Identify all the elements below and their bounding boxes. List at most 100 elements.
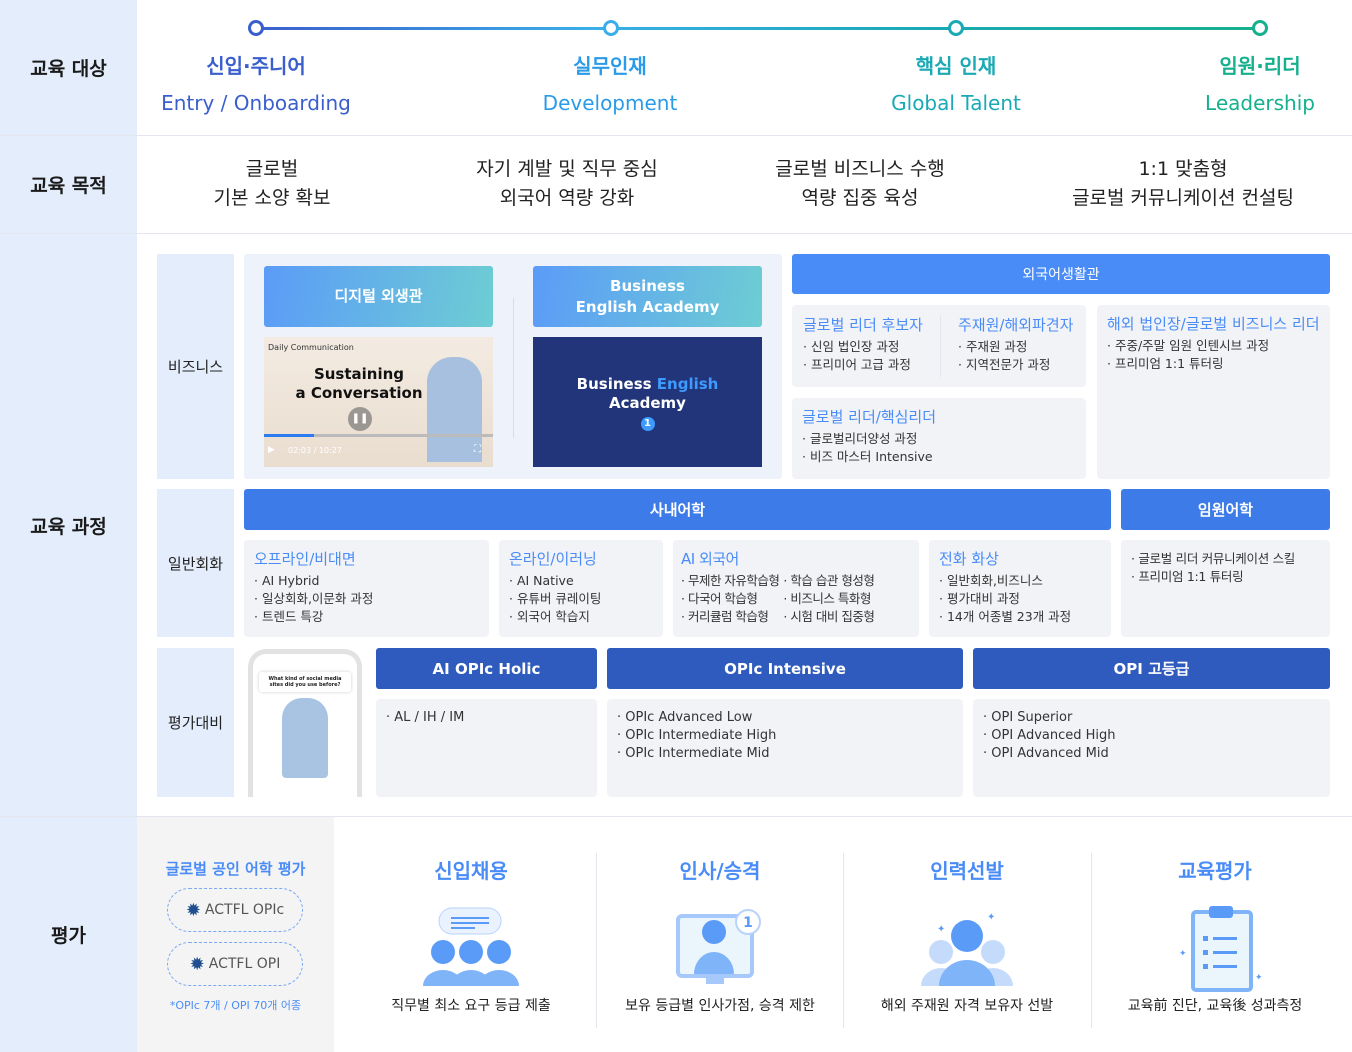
svg-text:✦: ✦ (1179, 949, 1187, 959)
goal-line: 글로벌 (245, 158, 299, 180)
divider (1091, 853, 1092, 1028)
goal-line: 글로벌 비즈니스 수행 (775, 158, 945, 180)
thumb-title: Business (576, 375, 657, 393)
divider (843, 853, 844, 1028)
actfl-emblem-icon: ✹ (185, 899, 201, 921)
video-title: Sustaining (313, 365, 405, 383)
logo-text: ACTFL OPIc (204, 902, 285, 918)
bea-title: English Academy (575, 297, 720, 316)
cert-title: 글로벌 공인 어학 평가 (165, 860, 306, 878)
video-progress-bar[interactable] (264, 434, 493, 437)
group-chat-icon (423, 907, 519, 986)
stage-title: 핵심 인재 (915, 54, 997, 78)
timeline-dot (248, 20, 264, 36)
digital-house-button[interactable]: 디지털 외생관 (264, 266, 493, 327)
goal-line: 기본 소양 확보 (213, 187, 331, 209)
clipboard-icon: ✦✦ (1179, 906, 1263, 992)
row-label-goal: 교육 목적 (0, 136, 137, 233)
fullscreen-icon[interactable]: ⛶ (474, 444, 481, 455)
timeline-dot (948, 20, 964, 36)
row-label-course: 교육 과정 (0, 234, 137, 816)
thumb-title: Academy (609, 394, 686, 412)
stage-subtitle: Development (542, 91, 678, 115)
divider (513, 298, 514, 438)
goal-line: 글로벌 커뮤니케이션 컨설팅 (1072, 187, 1294, 209)
presenter-image (282, 698, 328, 778)
house-box (792, 305, 1086, 387)
test-header: OPI 고등급 (973, 648, 1330, 689)
stage-entry: 신입·주니어 Entry / Onboarding (146, 50, 366, 115)
sub-label-business: 비즈니스 (157, 254, 234, 479)
goal-line: 외국어 역량 강화 (499, 187, 635, 209)
row-label-eval: 평가 (0, 817, 137, 1052)
test-box: · OPI Superior· OPI Advanced High· OPI A… (973, 699, 1330, 797)
goal-line: 자기 계발 및 직무 중심 (476, 158, 658, 180)
goal-line: 1:1 맞춤형 (1138, 158, 1228, 180)
eval-selection: 인력선발 ✦✦ 해외 주재원 자격 보유자 선발 (880, 859, 1054, 1014)
exec-header: 임원어학 (1121, 489, 1330, 530)
stage-subtitle: Global Talent (891, 91, 1021, 115)
house-item: 글로벌 리더 후보자· 신임 법인장 과정· 프리미어 고급 과정 (803, 316, 923, 372)
svg-text:✦: ✦ (987, 912, 995, 923)
thumb-title-highlight: English (656, 375, 719, 393)
divider (0, 816, 1352, 817)
eval-recruit: 신입채용 직무별 최소 요구 등급 제출 (391, 859, 551, 1014)
stage-subtitle: Entry / Onboarding (161, 91, 351, 115)
test-header: AI OPIc Holic (376, 648, 597, 689)
actfl-opic-logo: ✹ACTFL OPIc (167, 888, 303, 932)
row-label-target: 교육 대상 (0, 0, 137, 135)
timeline-dot (1252, 20, 1268, 36)
pause-icon[interactable]: ❚❚ (348, 407, 372, 431)
house-item: 주재원/해외파견자· 주재원 과정· 지역전문가 과정 (958, 316, 1074, 372)
cert-panel (137, 817, 334, 1052)
goal-line: 역량 집중 육성 (801, 187, 919, 209)
general-box: · 글로벌 리더 커뮤니케이션 스킬· 프리미엄 1:1 튜터링 (1121, 540, 1330, 637)
test-box: · AL / IH / IM (376, 699, 597, 797)
episode-badge: 1 (640, 417, 655, 431)
cert-note: *OPIc 7개 / OPI 70개 어종 (169, 999, 302, 1012)
test-header: OPIc Intensive (607, 648, 963, 689)
sub-label-test: 평가대비 (157, 648, 234, 797)
video-logo: Daily Communication (268, 343, 354, 352)
actfl-emblem-icon: ✹ (189, 953, 205, 975)
general-box: 전화 화상· 일반회화,비즈니스· 평가대비 과정· 14개 어종별 23개 과… (929, 540, 1111, 637)
eval-promotion: 인사/승격 1 보유 등급별 인사가점, 승격 제한 (625, 859, 815, 1014)
general-box: 온라인/이러닝· AI Native· 유튜버 큐레이팅· 외국어 학습지 (499, 540, 663, 637)
house-item: 글로벌 리더/핵심리더· 글로벌리더양성 과정· 비즈 마스터 Intensiv… (792, 398, 1086, 479)
stage-leadership: 임원·리더 Leadership (1150, 50, 1352, 115)
test-box: · OPIc Advanced Low· OPIc Intermediate H… (607, 699, 963, 797)
bea-video-thumbnail[interactable]: Business English Academy 1 (533, 337, 762, 467)
selected-person-icon: ✦✦ (921, 912, 1013, 986)
eval-training: 교육평가 ✦✦ 교육前 진단, 교육後 성과측정 (1127, 859, 1303, 1014)
actfl-opi-logo: ✹ACTFL OPI (167, 942, 303, 986)
foreign-house-header: 외국어생활관 (792, 254, 1330, 294)
stage-subtitle: Leadership (1205, 91, 1315, 115)
svg-text:1: 1 (743, 915, 753, 931)
general-box: AI 외국어 · 무제한 자유학습형· 다국어 학습형· 커리큘럼 학습형· 학… (673, 540, 919, 637)
presenter-image (427, 357, 482, 462)
video-title: a Conversation (295, 384, 423, 402)
divider (0, 233, 1352, 234)
logo-text: ACTFL OPI (208, 956, 281, 972)
house-item: 해외 법인장/글로벌 비즈니스 리더· 주중/주말 임원 인텐시브 과정· 프리… (1097, 305, 1330, 479)
svg-text:✦: ✦ (1255, 973, 1263, 983)
phone-mockup: What kind of social media sites did you … (248, 649, 362, 797)
svg-text:✦: ✦ (937, 924, 945, 935)
stage-development: 실무인재 Development (500, 50, 720, 115)
divider (596, 853, 597, 1028)
stage-global-talent: 핵심 인재 Global Talent (846, 50, 1066, 115)
timeline-line (256, 27, 1260, 30)
stage-title: 실무인재 (573, 54, 647, 78)
video-time: 02:03 / 10:27 (288, 446, 342, 455)
play-icon[interactable]: ▶ (268, 445, 275, 455)
general-box: 오프라인/비대면· AI Hybrid· 일상회화,이문화 과정· 트렌드 특강 (244, 540, 489, 637)
phone-question: What kind of social media sites did you … (259, 672, 351, 692)
stage-title: 임원·리더 (1219, 54, 1301, 78)
timeline-dot (603, 20, 619, 36)
stage-title: 신입·주니어 (206, 54, 306, 78)
